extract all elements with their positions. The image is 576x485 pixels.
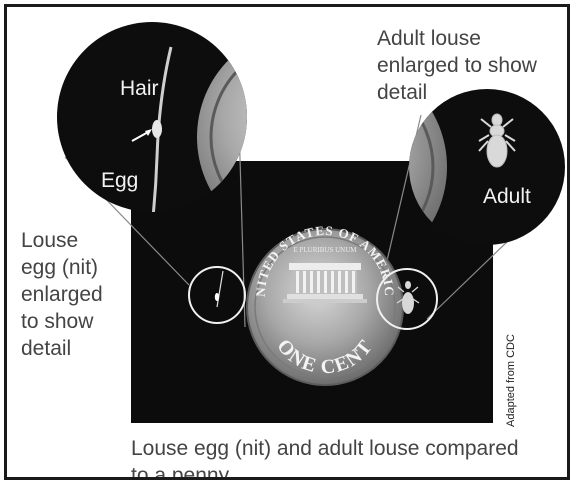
nit-egg: [152, 120, 162, 138]
caption-line: to show: [21, 308, 141, 335]
caption-line: enlarged to show: [377, 52, 547, 79]
caption-line: to a penny: [131, 462, 551, 480]
adult-louse-caption: Adult louse enlarged to show detail: [377, 25, 547, 106]
memorial-building: [283, 263, 367, 303]
caption-line: Louse egg (nit) and adult louse compared: [131, 435, 551, 462]
caption-line: enlarged: [21, 281, 141, 308]
source-credit: Adapted from CDC: [505, 334, 517, 427]
caption-line: Adult louse: [377, 25, 547, 52]
nit-magnified-circle: [57, 22, 417, 247]
hair-label: Hair: [120, 75, 159, 102]
egg-label: Egg: [101, 167, 138, 194]
caption-line: egg (nit): [21, 254, 141, 281]
caption-line: Louse: [21, 227, 141, 254]
caption-line: detail: [21, 335, 141, 362]
figure-frame: UNITED STATES OF AMERICA E PLURIBUS UNUM: [4, 4, 570, 480]
coin-motto: E PLURIBUS UNUM: [293, 246, 357, 254]
caption-line: detail: [377, 79, 547, 106]
nit-on-photo: [215, 271, 223, 307]
nit-caption: Louse egg (nit) enlarged to show detail: [21, 227, 141, 362]
figure-caption: Louse egg (nit) and adult louse compared…: [131, 435, 551, 480]
adult-label: Adult: [483, 183, 531, 210]
